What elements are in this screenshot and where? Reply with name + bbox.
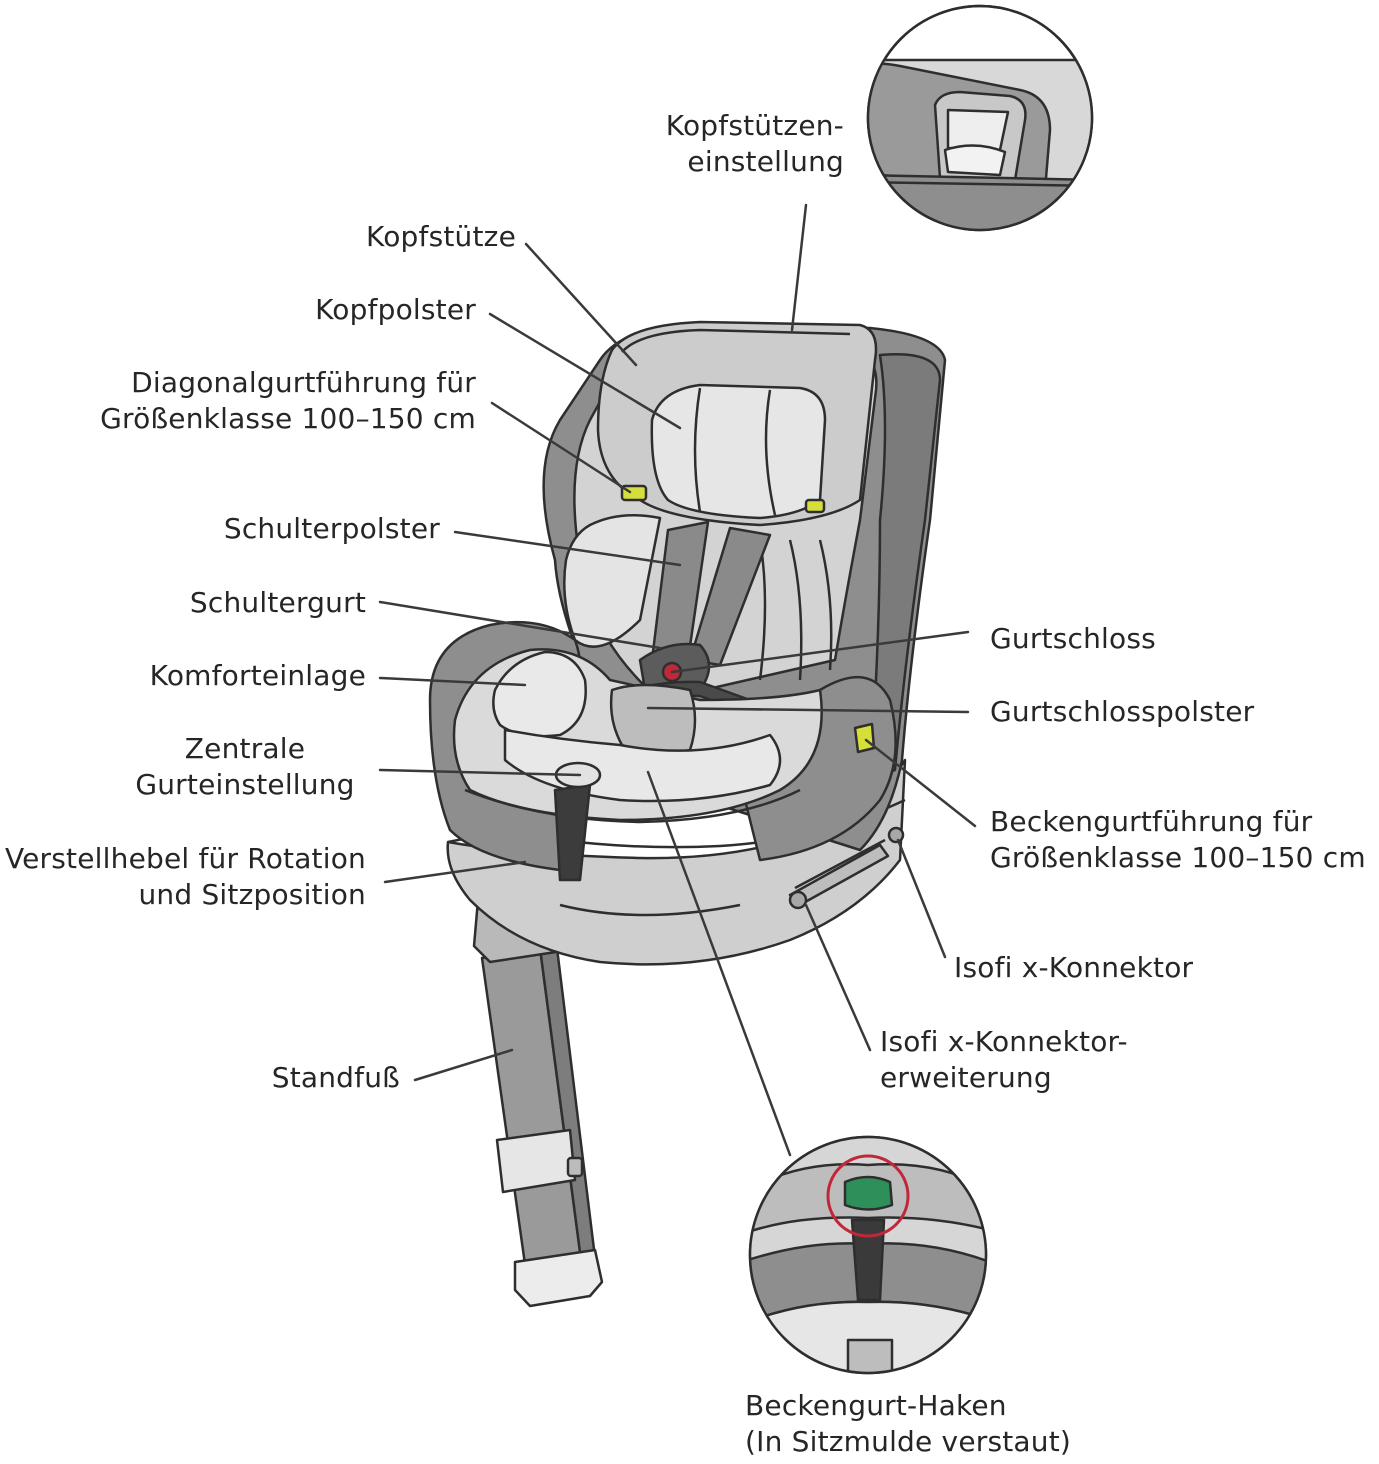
leader-standfuss bbox=[413, 1048, 514, 1082]
leader-verstellhebel bbox=[383, 860, 527, 884]
leader-komforteinlage bbox=[378, 676, 527, 687]
label-schulterpolster: Schulterpolster bbox=[223, 512, 440, 545]
leader-gurtschloss bbox=[670, 630, 970, 674]
leader-kopfstuetzen-einstellung bbox=[790, 203, 808, 332]
label-kopfpolster: Kopfpolster bbox=[315, 293, 476, 326]
leader-beckengurt-haken bbox=[646, 770, 792, 1157]
label-komforteinlage: Komforteinlage bbox=[149, 659, 366, 692]
label-beckengurt-haken: Beckengurt-Haken (In Sitzmulde verstaut) bbox=[745, 1389, 1072, 1458]
label-standfuss: Standfuß bbox=[271, 1061, 400, 1094]
leader-isofix-konnektor bbox=[896, 838, 947, 959]
label-diagonalgurtfuehrung: Diagonalgurtführung für Größenklasse 100… bbox=[100, 366, 476, 435]
label-gurtschloss: Gurtschloss bbox=[990, 622, 1156, 655]
leader-beckengurtfuehrung bbox=[864, 738, 977, 828]
leader-gurtschlosspolster bbox=[646, 706, 970, 714]
label-isofix-konnektor: Isofi x-Konnektor bbox=[954, 951, 1194, 984]
label-zentrale-gurteinstellung: Zentrale Gurteinstellung bbox=[135, 732, 355, 801]
leader-diagonalgurtfuehrung bbox=[490, 401, 632, 494]
label-gurtschlosspolster: Gurtschlosspolster bbox=[990, 695, 1255, 728]
seat-base bbox=[446, 758, 907, 966]
leader-kopfstuetze bbox=[524, 242, 638, 367]
label-verstellhebel: Verstellhebel für Rotation und Sitzposit… bbox=[4, 842, 366, 911]
belt-hook-detail-circle bbox=[748, 1135, 988, 1375]
leader-lines bbox=[378, 203, 977, 1157]
leader-isofix-erweiterung bbox=[804, 903, 872, 1052]
label-kopfstuetzen-einstellung: Kopfstützen- einstellung bbox=[665, 109, 844, 178]
label-isofix-erweiterung: Isofi x-Konnektor- erweiterung bbox=[880, 1025, 1128, 1094]
label-beckengurtfuehrung: Beckengurtführung für Größenklasse 100–1… bbox=[990, 805, 1366, 874]
leader-kopfpolster bbox=[488, 312, 682, 430]
label-kopfstuetze: Kopfstütze bbox=[366, 220, 516, 253]
leader-schultergurt bbox=[378, 600, 662, 650]
label-schultergurt: Schultergurt bbox=[189, 586, 366, 619]
harness bbox=[593, 520, 772, 714]
seat-cushion bbox=[428, 620, 897, 882]
leader-zentrale-gurteinstellung bbox=[378, 768, 582, 777]
headrest-detail-circle bbox=[866, 4, 1094, 232]
leader-schulterpolster bbox=[453, 530, 682, 567]
